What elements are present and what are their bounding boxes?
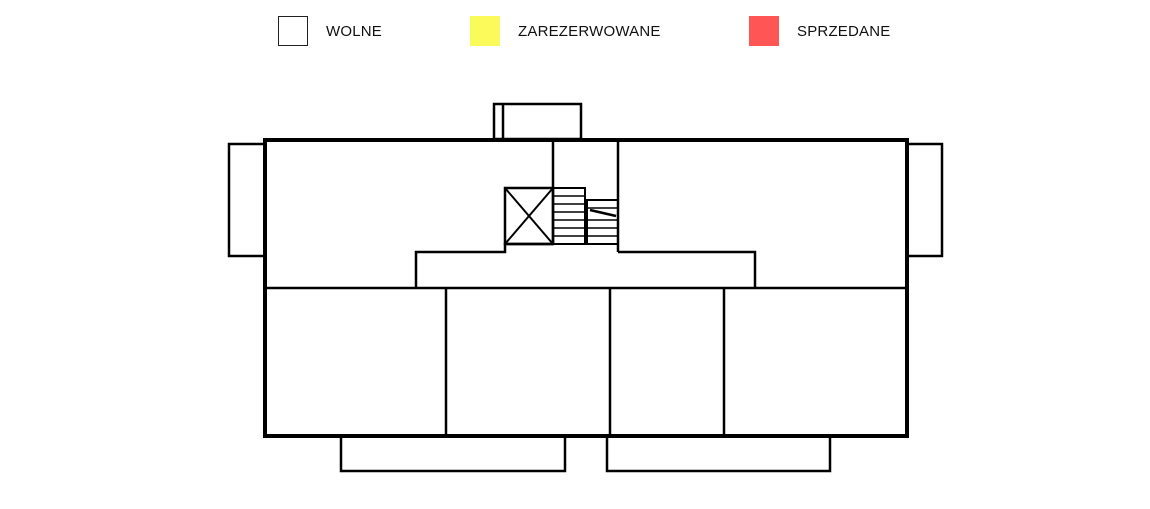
legend-item-sold: SPRZEDANE <box>749 14 891 48</box>
balcony-right <box>905 142 944 258</box>
stairs-direction-arrow <box>589 208 617 218</box>
legend-item-free: WOLNE <box>278 14 382 48</box>
unit-bottom-3[interactable] <box>610 288 724 436</box>
balcony-left <box>227 142 267 258</box>
legend-swatch-reserved <box>470 16 500 46</box>
legend-item-reserved: ZAREZERWOWANE <box>470 14 661 48</box>
legend-label-reserved: ZAREZERWOWANE <box>518 22 661 40</box>
legend-swatch-sold <box>749 16 779 46</box>
stairs-flight-left <box>552 187 586 245</box>
stairs-flight-right <box>586 199 619 245</box>
stairs-steps-right <box>587 207 618 237</box>
legend-label-free: WOLNE <box>326 22 383 40</box>
unit-top-right[interactable] <box>618 140 907 288</box>
elevator-cross-2 <box>504 187 554 245</box>
unit-bottom-1[interactable] <box>265 288 446 436</box>
balcony-bottom-left <box>339 434 567 473</box>
roof-shaft-box <box>492 102 583 141</box>
legend: WOLNE ZAREZERWOWANE SPRZEDANE <box>0 14 1150 48</box>
unit-bottom-2[interactable] <box>446 288 610 436</box>
legend-swatch-free <box>278 16 308 46</box>
unit-bottom-4[interactable] <box>724 288 907 436</box>
legend-label-sold: SPRZEDANE <box>797 22 891 40</box>
unit-top-left[interactable] <box>265 140 553 288</box>
balcony-bottom-right <box>605 434 832 473</box>
corridor-wall-right <box>618 250 757 288</box>
stairs-steps-left <box>553 195 585 237</box>
